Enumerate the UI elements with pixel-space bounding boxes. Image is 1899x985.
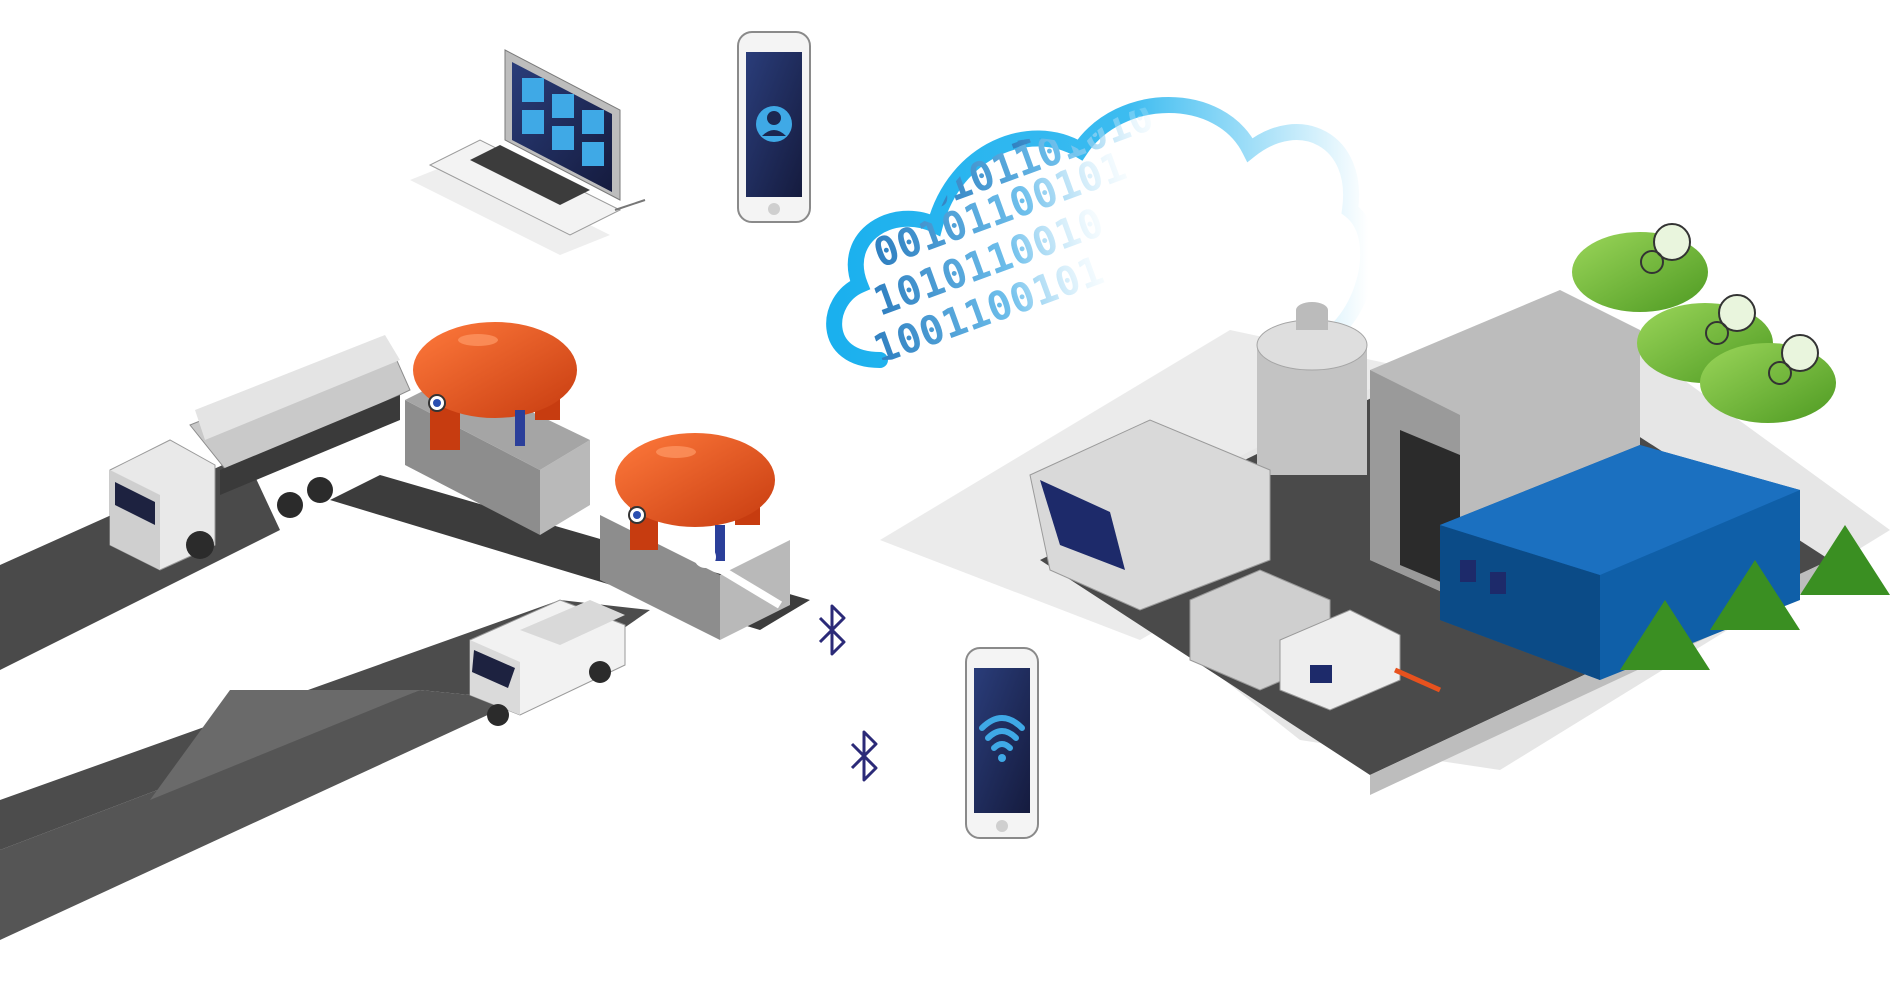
industrial-building: [1029, 290, 1640, 711]
green-tank-1: [1572, 223, 1708, 312]
laptop-dashboard-icon: [410, 49, 646, 255]
binary-row: 01000: [1098, 0, 1227, 79]
green-tank-3: [1700, 334, 1836, 423]
smartphone-wifi-icon: [965, 647, 1039, 839]
bluetooth-icon: [818, 604, 846, 656]
tanker-truck: [109, 335, 411, 571]
trees: [1620, 525, 1890, 670]
bluetooth-icon: [850, 730, 878, 782]
data-cloud: 01000 1001000 0101101010 00101100101 101…: [826, 0, 1377, 368]
red-tank-2: [615, 433, 783, 609]
delivery-van: [469, 599, 626, 726]
red-tank-1: [413, 322, 577, 450]
smartphone-user-icon: [737, 31, 811, 223]
blue-warehouse: [1440, 445, 1800, 680]
